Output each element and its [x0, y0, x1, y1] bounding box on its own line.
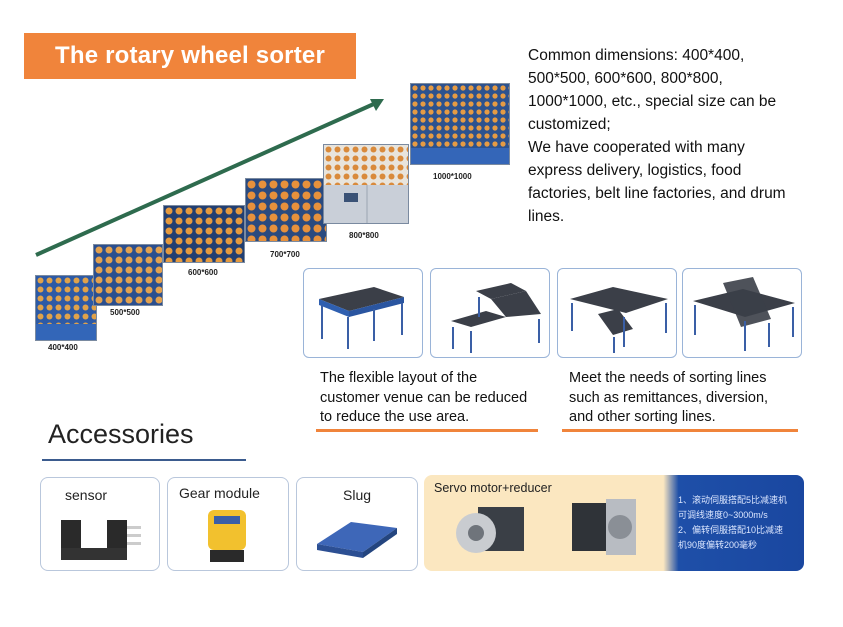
accessories-heading: Accessories: [48, 419, 194, 449]
page-title: The rotary wheel sorter: [24, 33, 356, 79]
slug-card: Slug: [296, 477, 418, 571]
accessories-underline: [42, 459, 246, 461]
sensor-card: sensor: [40, 477, 160, 571]
layout-straight-image: [303, 268, 423, 358]
gear-module-label: Gear module: [179, 485, 260, 501]
intro-text: Common dimensions: 400*400, 500*500, 600…: [528, 44, 833, 228]
caption-underline: [316, 429, 538, 432]
slug-image: [317, 522, 397, 558]
sorter-photo-400: [35, 275, 97, 341]
size-label: 1000*1000: [433, 172, 472, 181]
caption-line: customer venue can be reduced: [320, 389, 528, 406]
servo-label: Servo motor+reducer: [434, 481, 552, 495]
servo-note: 机90度偏转200毫秒: [678, 540, 758, 550]
intro-line: 500*500, 600*600, 800*800,: [528, 70, 723, 87]
intro-line: Common dimensions: 400*400,: [528, 47, 745, 64]
caption-left: The flexible layout of the customer venu…: [320, 369, 550, 428]
servo-note: 可调线速度0~3000m/s: [678, 510, 768, 520]
gear-module-image: [208, 510, 246, 562]
intro-line: lines.: [528, 208, 565, 225]
caption-underline: [562, 429, 798, 432]
reducer-image: [572, 499, 636, 555]
growth-arrow: [35, 99, 384, 257]
size-label: 600*600: [188, 268, 218, 277]
layout-tee-image: [557, 268, 677, 358]
servo-card: Servo motor+reducer 1、滚动伺服搭配5比减速机 可调线速度0…: [424, 475, 804, 571]
intro-line: customized;: [528, 116, 611, 133]
caption-right: Meet the needs of sorting lines such as …: [569, 369, 805, 428]
servo-notes: 1、滚动伺服搭配5比减速机 可调线速度0~3000m/s 2、偏转伺服搭配10比…: [678, 493, 787, 553]
gear-module-card: Gear module: [167, 477, 289, 571]
caption-line: Meet the needs of sorting lines: [569, 370, 767, 386]
size-label: 800*800: [349, 231, 379, 240]
servo-note: 2、偏转伺服搭配10比减速: [678, 525, 784, 535]
sorter-photo-700: [245, 178, 327, 242]
sensor-label: sensor: [65, 487, 108, 503]
slug-label: Slug: [343, 487, 372, 503]
caption-line: The flexible layout of the: [320, 370, 478, 386]
caption-line: to reduce the use area.: [320, 409, 470, 425]
sensor-image: [61, 520, 141, 560]
caption-line: such as remittances, diversion,: [569, 389, 769, 406]
servo-note: 1、滚动伺服搭配5比减速机: [678, 495, 788, 505]
sorter-photo-800: [323, 144, 409, 224]
intro-line: 1000*1000, etc., special size can be: [528, 93, 777, 110]
size-label: 400*400: [48, 343, 78, 352]
layout-cross-image: [682, 268, 802, 358]
intro-line: We have cooperated with many: [528, 139, 745, 156]
servo-motor-image: [456, 507, 524, 553]
sorter-photo-500: [93, 244, 163, 306]
intro-line: factories, belt line factories, and drum: [528, 185, 786, 202]
size-label: 500*500: [110, 308, 140, 317]
caption-line: and other sorting lines.: [569, 409, 716, 425]
sorter-photo-600: [163, 205, 245, 263]
size-label: 700*700: [270, 250, 300, 259]
layout-angled-image: [430, 268, 550, 358]
intro-line: express delivery, logistics, food: [528, 162, 742, 179]
sorter-photo-1000: [410, 83, 510, 165]
